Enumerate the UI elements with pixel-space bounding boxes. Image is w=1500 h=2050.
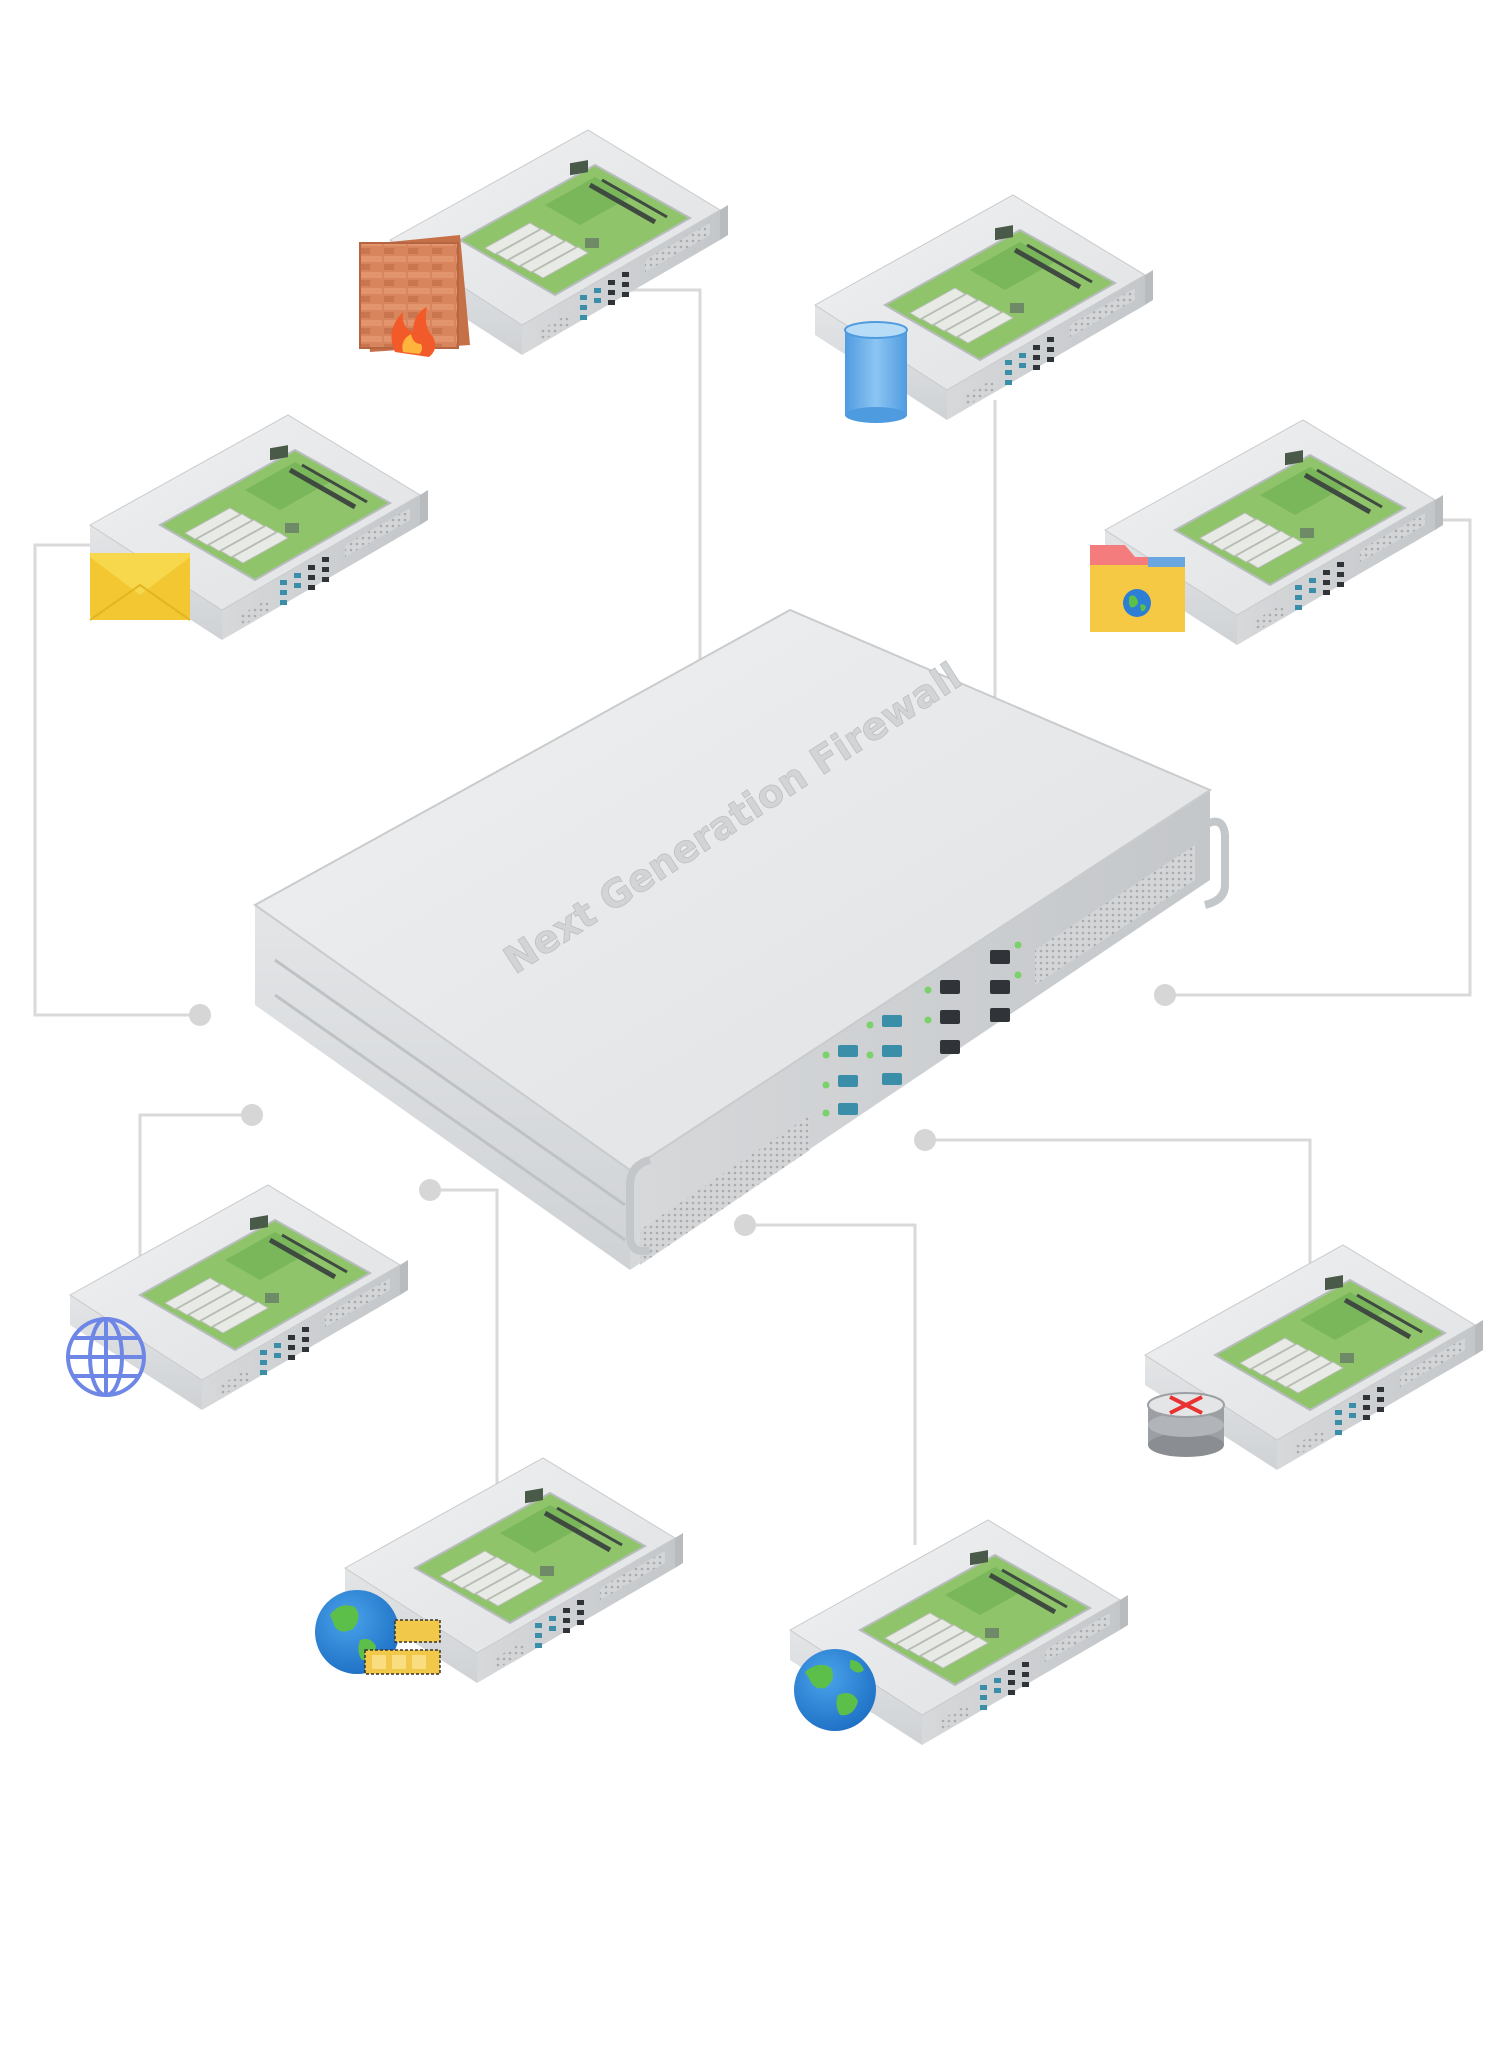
server-node-email — [90, 415, 428, 640]
router-icon — [1147, 1392, 1225, 1457]
globe-film-icon — [315, 1590, 441, 1675]
server-node-router — [1145, 1245, 1483, 1470]
film-strip — [364, 1619, 441, 1675]
server-node-streaming — [315, 1458, 683, 1683]
server-node-web — [66, 1185, 408, 1410]
connector-dots — [189, 984, 1176, 1236]
server-node-file — [1090, 420, 1443, 645]
database-cylinder-icon — [844, 321, 908, 423]
server-node-database — [815, 195, 1153, 423]
earth-globe-icon — [794, 1649, 876, 1731]
connector-firewall — [630, 288, 702, 660]
status-leds — [822, 941, 1022, 1117]
port-block — [838, 950, 1010, 1115]
central-firewall-appliance: Next Generation Firewall — [253, 608, 1229, 1270]
server-node-internet — [790, 1520, 1128, 1745]
brick-wall-fire-icon — [359, 235, 470, 357]
connector-internet — [745, 1223, 917, 1545]
envelope-icon — [89, 553, 191, 621]
connector-router — [925, 1138, 1312, 1290]
connector-file — [1165, 518, 1472, 997]
connector-web — [138, 1113, 252, 1260]
network-folder-icon — [1090, 545, 1185, 632]
connector-streaming — [430, 1188, 499, 1490]
server-node-firewall — [359, 130, 728, 357]
globe-wireframe-icon — [66, 1317, 146, 1397]
